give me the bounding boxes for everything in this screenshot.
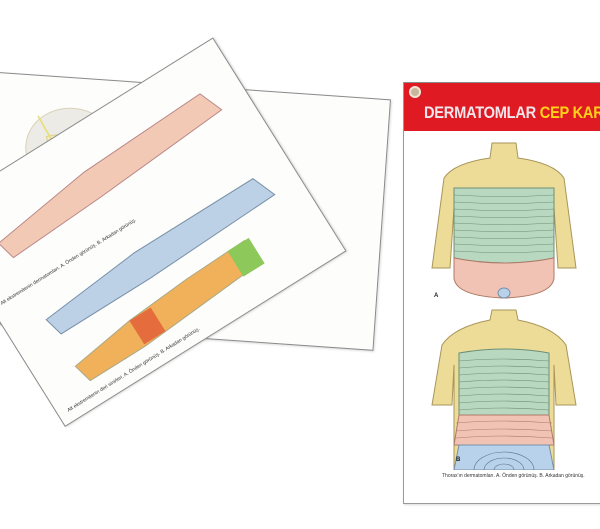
title-main: DERMATOMLAR bbox=[424, 103, 536, 122]
card-header: DERMATOMLAR CEP KARTI bbox=[404, 83, 600, 131]
figure-a-label: A bbox=[434, 293, 439, 299]
card-title: DERMATOMLAR CEP KARTI bbox=[424, 103, 600, 123]
torso-back-illustration bbox=[431, 309, 577, 470]
dermatome-pocket-card: DERMATOMLAR CEP KARTI A B bbox=[403, 82, 600, 504]
title-accent: CEP KARTI bbox=[539, 103, 600, 122]
figure-b-label: B bbox=[456, 457, 461, 463]
card-caption: Thorax'ın dermatomları. A. Önden görünüş… bbox=[442, 473, 585, 479]
leg-illustration bbox=[0, 93, 276, 382]
grommet-icon bbox=[409, 86, 421, 98]
torso-front-illustration bbox=[431, 142, 577, 299]
leg-dermatome-card: Alt ekstremitenin dermatomları. A. Önden… bbox=[0, 37, 347, 428]
